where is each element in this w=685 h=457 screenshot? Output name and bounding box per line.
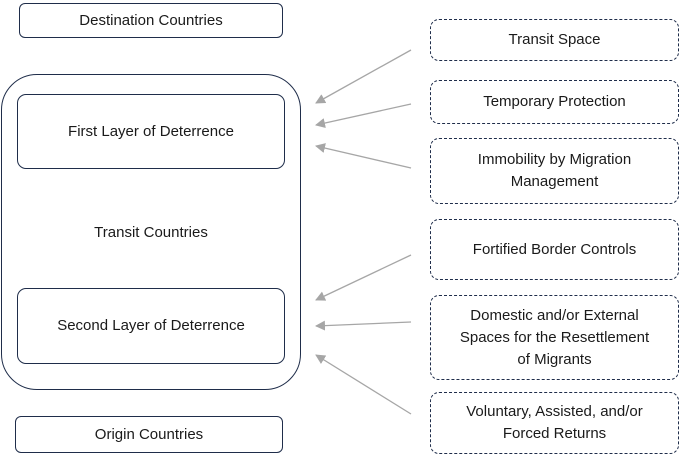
second-layer-box: Second Layer of Deterrence [17, 288, 285, 364]
transit-countries-label: Transit Countries [94, 224, 208, 241]
factor-box-temporary-protection: Temporary Protection [430, 80, 679, 124]
factor-label: Voluntary, Assisted, and/or Forced Retur… [466, 403, 643, 442]
arrow-returns [315, 354, 412, 415]
factor-box-transit-space: Transit Space [430, 19, 679, 61]
factor-box-returns: Voluntary, Assisted, and/or Forced Retur… [430, 392, 679, 454]
second-layer-label: Second Layer of Deterrence [57, 317, 245, 334]
factor-label: Transit Space [508, 31, 601, 48]
factor-label: Temporary Protection [483, 93, 626, 110]
factor-box-fortified-border: Fortified Border Controls [430, 219, 679, 280]
factor-label: Domestic and/or External Spaces for the … [459, 306, 650, 368]
factor-label: Fortified Border Controls [472, 240, 637, 258]
factor-box-immobility: Immobility by Migration Management [430, 138, 679, 204]
arrow-fortified-border [315, 254, 412, 301]
origin-countries-label: Origin Countries [94, 425, 204, 443]
first-layer-box: First Layer of Deterrence [17, 94, 285, 169]
arrow-transit-space [315, 49, 412, 104]
arrow-immobility [315, 143, 412, 169]
first-layer-label: First Layer of Deterrence [68, 122, 234, 140]
factor-label: Immobility by Migration Management [477, 151, 632, 190]
factor-box-resettlement: Domestic and/or External Spaces for the … [430, 295, 679, 380]
destination-countries-box: Destination Countries [19, 3, 283, 38]
transit-countries-container [1, 74, 301, 390]
destination-countries-label: Destination Countries [79, 11, 223, 29]
arrow-temporary-protection [315, 103, 412, 128]
origin-countries-box: Origin Countries [15, 416, 283, 453]
arrow-resettlement [315, 320, 412, 331]
